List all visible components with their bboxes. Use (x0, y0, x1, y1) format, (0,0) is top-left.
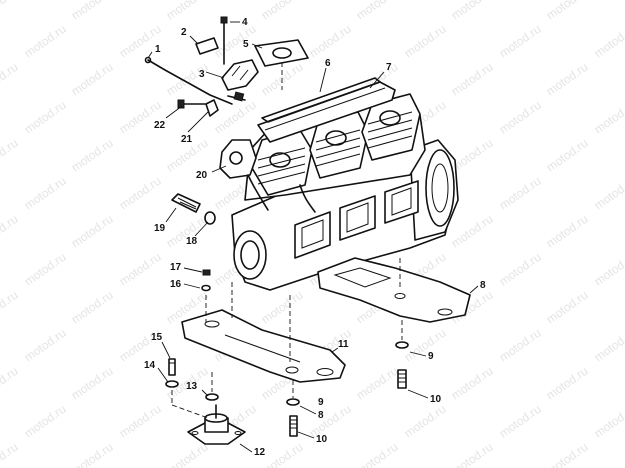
callout-16: 16 (170, 279, 182, 290)
callout-9-lower: 9 (318, 397, 324, 408)
watermark-text-78: motod.ru (117, 402, 164, 441)
watermark-text-49: motod.ru (22, 250, 69, 289)
watermark-text-15: motod.ru (69, 60, 116, 99)
callout-11: 11 (338, 339, 349, 350)
watermark-text-80: motod.ru (307, 402, 354, 441)
callout-8-lower: 8 (318, 410, 324, 421)
watermark-text-89: motod.ru (449, 440, 496, 468)
watermark-text-82: motod.ru (497, 402, 544, 441)
callout-21: 21 (181, 134, 193, 145)
watermark-text-62: motod.ru (544, 288, 591, 327)
watermark-text-87: motod.ru (259, 440, 306, 468)
watermark-text-88: motod.ru (354, 440, 401, 468)
watermark-text-75: motod.ru (449, 364, 496, 403)
watermark-text-27: motod.ru (592, 98, 625, 137)
callout-19: 19 (154, 223, 166, 234)
callout-12: 12 (254, 447, 266, 458)
watermark-text-83: motod.ru (592, 402, 625, 441)
watermark-text-40: motod.ru (497, 174, 544, 213)
callout-6: 6 (325, 58, 331, 69)
callout-7: 7 (386, 62, 392, 73)
watermark-text-42: motod.ru (0, 212, 21, 251)
callout-labels: 1 2 3 4 5 6 7 8 8 9 9 10 10 11 12 13 14 … (144, 17, 486, 458)
watermark-text-47: motod.ru (449, 212, 496, 251)
engine-assembly (219, 77, 459, 291)
watermark-text-54: motod.ru (497, 250, 544, 289)
watermark-text-57: motod.ru (69, 288, 116, 327)
watermark-text-7: motod.ru (22, 22, 69, 61)
watermark-text-77: motod.ru (22, 402, 69, 441)
watermark-text-10: motod.ru (307, 22, 354, 61)
watermark-text-13: motod.ru (592, 22, 625, 61)
watermark-text-36: motod.ru (117, 174, 164, 213)
watermark-text-1: motod.ru (69, 0, 116, 22)
watermark-text-19: motod.ru (449, 60, 496, 99)
callout-10-lower: 10 (316, 434, 328, 445)
leader-lines (147, 21, 479, 453)
watermark-text-20: motod.ru (544, 60, 591, 99)
callout-1: 1 (155, 44, 161, 55)
watermark-text-84: motod.ru (0, 440, 21, 468)
callout-20: 20 (196, 170, 208, 181)
watermark-text-63: motod.ru (22, 326, 69, 365)
callout-13: 13 (186, 381, 198, 392)
callout-9-right: 9 (428, 351, 434, 362)
watermark-text-28: motod.ru (0, 136, 21, 175)
watermark-text-68: motod.ru (497, 326, 544, 365)
watermark-text-86: motod.ru (164, 440, 211, 468)
callout-4: 4 (242, 17, 248, 28)
watermark-text-9: motod.ru (212, 22, 259, 61)
watermark-text-34: motod.ru (544, 136, 591, 175)
watermark-text-29: motod.ru (69, 136, 116, 175)
callout-10-right: 10 (430, 394, 442, 405)
watermark-text-56: motod.ru (0, 288, 21, 327)
watermark-text-35: motod.ru (22, 174, 69, 213)
watermark-text-14: motod.ru (0, 60, 21, 99)
callout-3: 3 (199, 69, 205, 80)
watermark-text-11: motod.ru (402, 22, 449, 61)
watermark-text-50: motod.ru (117, 250, 164, 289)
intake-ports (294, 180, 419, 259)
callout-18: 18 (186, 236, 198, 247)
watermark-text-6: motod.ru (544, 0, 591, 22)
watermark-text-70: motod.ru (0, 364, 21, 403)
watermark-text-55: motod.ru (592, 250, 625, 289)
callout-2: 2 (181, 27, 187, 38)
exhaust-gasket (261, 77, 381, 123)
watermark-text-76: motod.ru (544, 364, 591, 403)
engine-mount-bracket-right (317, 257, 471, 323)
rubber-mount (187, 404, 246, 445)
watermark-text-43: motod.ru (69, 212, 116, 251)
watermark-text-48: motod.ru (544, 212, 591, 251)
callout-17: 17 (170, 262, 182, 273)
watermark-text-5: motod.ru (449, 0, 496, 22)
callout-15: 15 (151, 332, 163, 343)
watermark-text-71: motod.ru (69, 364, 116, 403)
hardware (144, 16, 409, 437)
callout-5: 5 (243, 39, 249, 50)
watermark-text-3: motod.ru (259, 0, 306, 22)
watermark-text-12: motod.ru (497, 22, 544, 61)
recoil-housing (219, 139, 257, 179)
watermark-text-90: motod.ru (544, 440, 591, 468)
watermark-text-26: motod.ru (497, 98, 544, 137)
callout-8-right: 8 (480, 280, 486, 291)
watermark-text-85: motod.ru (69, 440, 116, 468)
cylinder-heads (251, 93, 421, 196)
callout-14: 14 (144, 360, 156, 371)
watermark-text-69: motod.ru (592, 326, 625, 365)
watermark-text-81: motod.ru (402, 402, 449, 441)
watermark-text-23: motod.ru (212, 98, 259, 137)
watermark-text-4: motod.ru (354, 0, 401, 22)
watermark-text-41: motod.ru (592, 174, 625, 213)
watermark-text-2: motod.ru (164, 0, 211, 22)
watermark-text-21: motod.ru (22, 98, 69, 137)
watermark-text-59: motod.ru (259, 288, 306, 327)
engine-mount-bracket-left (181, 309, 346, 383)
callout-22: 22 (154, 120, 166, 131)
watermark-text-0: motod.ru (0, 0, 21, 22)
watermark-text-74: motod.ru (354, 364, 401, 403)
